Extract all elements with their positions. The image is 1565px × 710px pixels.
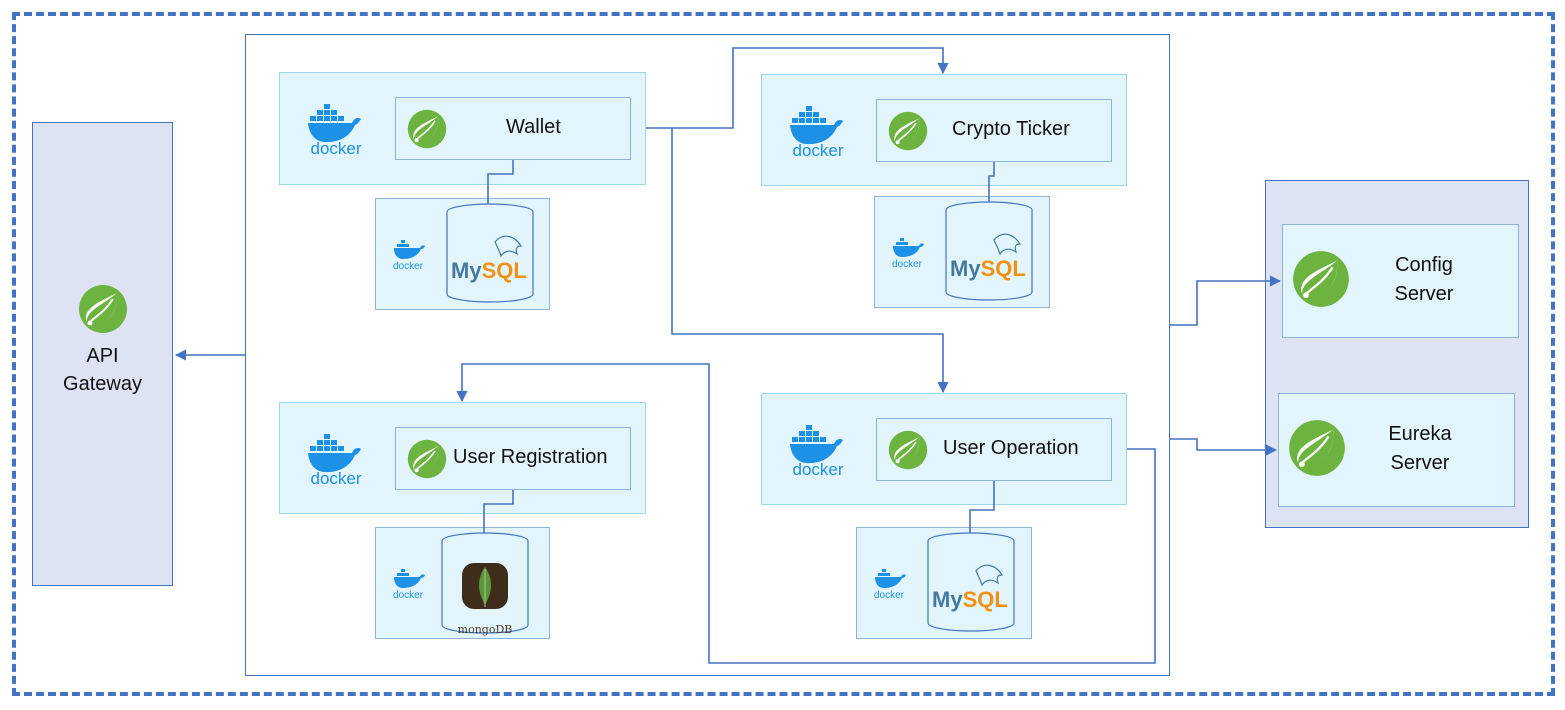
config-server-label-line1: Config — [1395, 254, 1453, 276]
system-boundary — [12, 12, 1555, 696]
gateway-label-line2: Gateway — [63, 373, 142, 395]
mongodb-database-icon — [441, 532, 529, 634]
config-server-box[interactable] — [1282, 224, 1519, 338]
api-gateway-box[interactable] — [32, 122, 173, 586]
user-operation-service-label: User Operation — [943, 437, 1079, 459]
eureka-server-label-line2: Server — [1390, 452, 1450, 474]
user-registration-service-label: User Registration — [453, 446, 608, 468]
eureka-server-label-line1: Eureka — [1388, 423, 1452, 445]
crypto-ticker-service-label: Crypto Ticker — [952, 118, 1070, 140]
mongodb-logo-text: mongoDB — [457, 623, 513, 636]
gateway-label-line1: API — [86, 345, 119, 367]
wallet-service-label: Wallet — [506, 116, 561, 138]
config-server-label-line2: Server — [1394, 283, 1454, 305]
